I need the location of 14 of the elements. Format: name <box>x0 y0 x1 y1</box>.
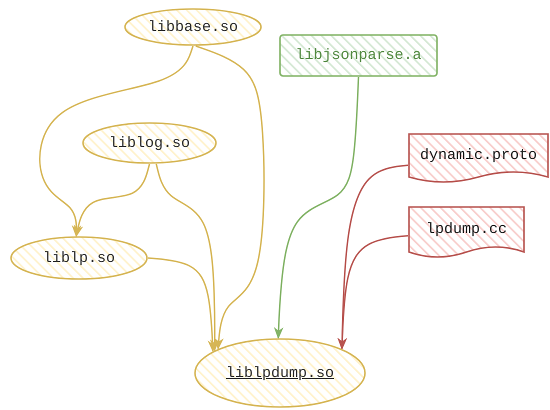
library-name: liblog.so <box>108 134 190 152</box>
dependency-arrow <box>274 76 360 340</box>
dependency-arrow <box>74 164 150 238</box>
library-name: libbase.so <box>148 18 238 36</box>
library-name: libjsonparse.a <box>295 47 422 64</box>
dependency-arrow <box>39 46 194 238</box>
dependency-arrow <box>196 45 265 350</box>
library-name: liblpdump.so <box>226 364 334 382</box>
dependency-arrow <box>338 234 408 350</box>
library-name: lpdump.cc <box>426 220 507 238</box>
library-name: liblp.so <box>42 250 115 266</box>
dependency-arrow <box>148 257 218 352</box>
dependency-arrow <box>156 164 220 352</box>
library-name: dynamic.proto <box>420 146 538 164</box>
